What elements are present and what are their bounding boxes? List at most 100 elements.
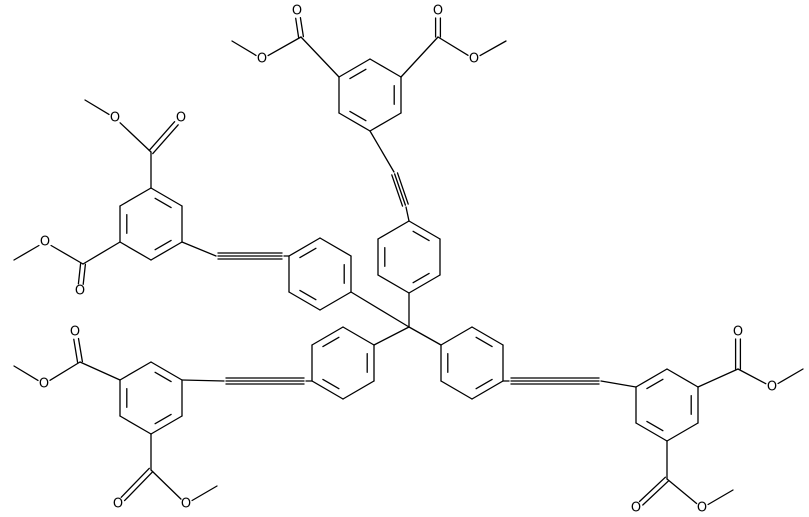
ester-oxygen-4: O xyxy=(40,235,50,250)
bond-111 xyxy=(49,361,81,381)
bond-73 xyxy=(267,36,302,57)
bond-135 xyxy=(666,478,698,505)
bond-80 xyxy=(150,241,183,261)
bond-20 xyxy=(350,291,410,328)
ester-oxygen-7: O xyxy=(767,380,777,395)
bond-104 xyxy=(119,415,152,435)
bond-95 xyxy=(77,263,82,285)
bond-134 xyxy=(642,480,670,506)
bond-14 xyxy=(288,237,321,257)
bond-99 xyxy=(150,361,183,381)
bond-9 xyxy=(377,274,410,294)
carbonyl-oxygen-8: O xyxy=(631,501,641,516)
bond-4 xyxy=(408,220,441,240)
bond-94 xyxy=(82,241,121,265)
bond-120 xyxy=(666,368,699,388)
carbonyl-oxygen-6: O xyxy=(113,497,123,512)
bond-55 xyxy=(181,379,225,382)
bond-1 xyxy=(408,274,441,294)
bond-64 xyxy=(338,58,371,78)
bond-79 xyxy=(479,40,507,57)
bond-96 xyxy=(82,263,87,285)
bond-15 xyxy=(299,247,317,259)
carbonyl-oxygen-1: O xyxy=(292,4,302,19)
bond-13 xyxy=(319,237,352,257)
bond-136 xyxy=(707,489,734,506)
bond-98 xyxy=(13,244,40,261)
bond-39 xyxy=(440,326,473,346)
bond-78 xyxy=(437,36,469,56)
carbonyl-oxygen-5: O xyxy=(70,325,80,340)
bond-18 xyxy=(299,289,317,301)
bond-23 xyxy=(342,380,375,400)
carbonyl-oxygen-3: O xyxy=(176,111,186,126)
bond-34 xyxy=(471,380,504,400)
bond-75 xyxy=(400,36,439,78)
bond-2 xyxy=(412,272,430,284)
bond-108 xyxy=(79,361,121,381)
bond-109 xyxy=(77,337,84,363)
bond-86 xyxy=(150,187,183,207)
bond-123 xyxy=(666,422,699,442)
bond-layer xyxy=(13,16,804,506)
bond-72 xyxy=(295,17,300,39)
bond-70 xyxy=(300,36,340,78)
bond-28 xyxy=(322,336,340,348)
bond-74 xyxy=(231,40,257,57)
bond-112 xyxy=(13,365,39,382)
bond-116 xyxy=(150,469,182,500)
bond-97 xyxy=(50,244,84,265)
bond-33 xyxy=(440,380,473,400)
bond-38 xyxy=(475,336,493,348)
bond-71 xyxy=(299,16,305,38)
bond-93 xyxy=(84,99,110,116)
bond-133 xyxy=(638,476,667,503)
bond-118 xyxy=(635,368,668,388)
bond-110 xyxy=(73,338,79,364)
bond-40 xyxy=(408,326,442,346)
bond-50 xyxy=(181,241,217,257)
ester-oxygen-8: O xyxy=(697,501,707,516)
bond-90 xyxy=(152,124,179,155)
bond-125 xyxy=(646,420,664,432)
carbonyl-oxygen-4: O xyxy=(75,284,85,299)
bond-105 xyxy=(150,415,183,435)
bond-5 xyxy=(412,230,430,242)
ester-oxygen-5: O xyxy=(39,377,49,392)
bond-100 xyxy=(154,371,172,383)
bond-115 xyxy=(123,471,154,502)
bond-69 xyxy=(369,112,402,132)
bond-65 xyxy=(349,68,367,80)
bond-114 xyxy=(120,467,150,498)
bond-92 xyxy=(119,122,152,153)
ester-oxygen-6: O xyxy=(181,497,191,512)
bond-17 xyxy=(288,291,321,311)
bond-85 xyxy=(119,187,152,207)
ester-oxygen-2: O xyxy=(469,52,479,67)
bond-60 xyxy=(600,380,637,388)
bond-41 xyxy=(405,206,410,222)
bond-30 xyxy=(373,326,410,346)
bond-91 xyxy=(148,121,176,152)
bond-106 xyxy=(154,413,172,425)
bond-27 xyxy=(311,326,344,346)
bond-87 xyxy=(154,197,172,209)
bond-127 xyxy=(697,368,739,388)
ester-oxygen-1: O xyxy=(257,52,267,67)
bond-62 xyxy=(349,110,367,122)
bond-37 xyxy=(471,326,504,346)
bond-66 xyxy=(369,58,402,78)
bond-45 xyxy=(369,130,395,173)
carbonyl-oxygen-7: O xyxy=(733,325,743,340)
bond-117 xyxy=(191,485,218,502)
bond-101 xyxy=(119,361,152,381)
bond-25 xyxy=(322,378,340,390)
bond-124 xyxy=(635,422,668,442)
bond-19 xyxy=(319,291,352,311)
bond-24 xyxy=(311,380,344,400)
bond-44 xyxy=(391,174,404,207)
carbonyl-oxygen-2: O xyxy=(433,4,443,19)
